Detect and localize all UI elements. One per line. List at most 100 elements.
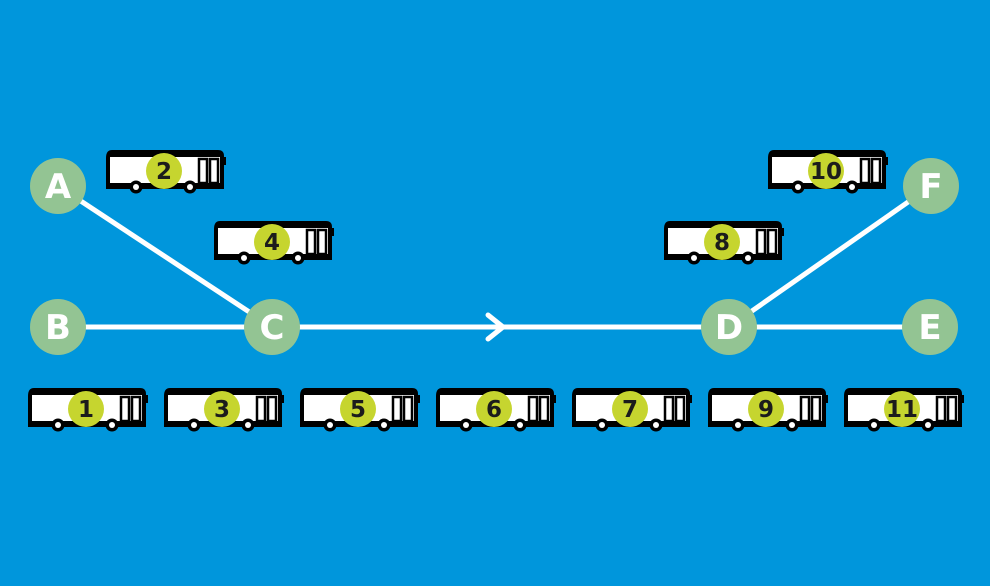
bus-windshield-icon — [766, 228, 778, 256]
bus-door-icon — [755, 228, 767, 256]
bus-hub-icon — [925, 422, 931, 428]
stop-circle — [30, 299, 86, 355]
bus-number: 7 — [622, 397, 638, 423]
bus-hub-icon — [849, 184, 855, 190]
bus-hub-icon — [191, 422, 197, 428]
stops: A B C D E F — [30, 158, 959, 355]
route-line-d-f — [726, 183, 934, 330]
bus-number-badge — [884, 391, 920, 427]
bus-number-badge — [476, 391, 512, 427]
bus-hub-icon — [241, 255, 247, 261]
bus-door-icon — [119, 395, 131, 423]
bus-mirror-icon — [417, 395, 420, 403]
stop-b: B — [30, 299, 86, 355]
bus-hub-icon — [327, 422, 333, 428]
stop-circle — [902, 299, 958, 355]
bus-hub-icon — [745, 255, 751, 261]
stop-c: C — [244, 299, 300, 355]
bus-hub-icon — [187, 184, 193, 190]
bus-hub-icon — [517, 422, 523, 428]
bus-door-icon — [859, 157, 871, 185]
bus-hub-icon — [795, 184, 801, 190]
bus-5: 5 — [300, 388, 420, 432]
bus-number: 1 — [78, 397, 94, 423]
bus-hub-icon — [133, 184, 139, 190]
bus-1: 1 — [28, 388, 148, 432]
bus-hub-icon — [871, 422, 877, 428]
bus-number-badge — [68, 391, 104, 427]
bus-number: 9 — [758, 397, 774, 423]
bus-windshield-icon — [266, 395, 278, 423]
direction-arrow-icon — [485, 312, 506, 342]
bus-door-icon — [255, 395, 267, 423]
route-lines — [55, 183, 934, 342]
bus-mirror-icon — [961, 395, 964, 403]
bus-windshield-icon — [674, 395, 686, 423]
bus-door-icon — [935, 395, 947, 423]
bus-hub-icon — [381, 422, 387, 428]
stop-circle — [903, 158, 959, 214]
stop-label: E — [918, 308, 941, 348]
stop-label: C — [260, 308, 285, 348]
bus-8: 8 — [664, 221, 784, 265]
bus-door-icon — [305, 228, 317, 256]
bus-10: 10 — [768, 150, 888, 194]
bus-door-icon — [799, 395, 811, 423]
bus-hub-icon — [735, 422, 741, 428]
bus-number-badge — [748, 391, 784, 427]
bus-number-badge — [808, 153, 844, 189]
bus-mirror-icon — [331, 228, 334, 236]
bus-mirror-icon — [281, 395, 284, 403]
bus-3: 3 — [164, 388, 284, 432]
stop-label: B — [45, 308, 71, 348]
stop-circle — [701, 299, 757, 355]
bus-4: 4 — [214, 221, 334, 265]
bus-hub-icon — [55, 422, 61, 428]
bus-windshield-icon — [810, 395, 822, 423]
bus-windshield-icon — [870, 157, 882, 185]
route-line-a-c — [55, 183, 275, 330]
bus-hub-icon — [245, 422, 251, 428]
stop-f: F — [903, 158, 959, 214]
stop-circle — [30, 158, 86, 214]
bus-windshield-icon — [130, 395, 142, 423]
bus-hub-icon — [109, 422, 115, 428]
bus-door-icon — [663, 395, 675, 423]
bus-hub-icon — [653, 422, 659, 428]
bus-door-icon — [527, 395, 539, 423]
bus-door-icon — [197, 157, 209, 185]
bus-number: 6 — [486, 397, 502, 423]
bus-number-badge — [340, 391, 376, 427]
bus-11: 11 — [844, 388, 964, 432]
bus-mirror-icon — [885, 157, 888, 165]
bus-hub-icon — [599, 422, 605, 428]
stop-label: F — [919, 167, 942, 207]
bus-door-icon — [391, 395, 403, 423]
bus-windshield-icon — [538, 395, 550, 423]
bus-number: 4 — [264, 230, 280, 256]
bus-mirror-icon — [689, 395, 692, 403]
bus-hub-icon — [295, 255, 301, 261]
bus-mirror-icon — [825, 395, 828, 403]
bus-hub-icon — [463, 422, 469, 428]
bus-number-badge — [146, 153, 182, 189]
bus-number-badge — [254, 224, 290, 260]
bus-mirror-icon — [553, 395, 556, 403]
stop-label: D — [715, 308, 743, 348]
bus-number-badge — [612, 391, 648, 427]
stop-a: A — [30, 158, 86, 214]
bus-hub-icon — [789, 422, 795, 428]
bus-number: 3 — [214, 397, 230, 423]
bus-number: 5 — [350, 397, 366, 423]
stop-e: E — [902, 299, 958, 355]
bus-7: 7 — [572, 388, 692, 432]
bus-windshield-icon — [316, 228, 328, 256]
bus-windshield-icon — [402, 395, 414, 423]
stop-d: D — [701, 299, 757, 355]
bus-hub-icon — [691, 255, 697, 261]
bus-number: 10 — [810, 159, 842, 185]
bus-windshield-icon — [946, 395, 958, 423]
bus-windshield-icon — [208, 157, 220, 185]
bus-number-badge — [204, 391, 240, 427]
